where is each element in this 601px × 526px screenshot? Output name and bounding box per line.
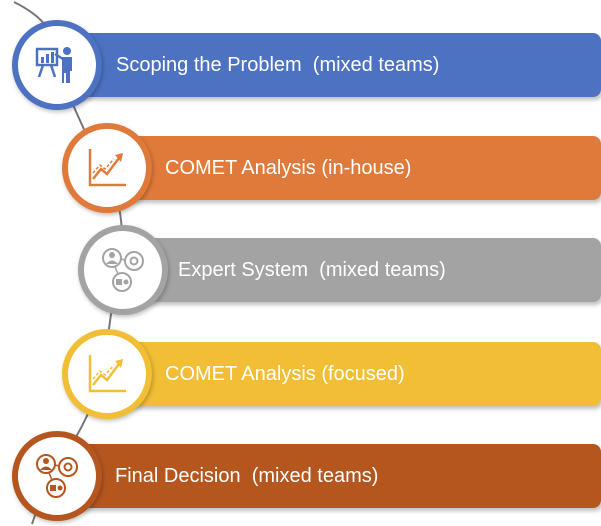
- step-scoping-bar: Scoping the Problem (mixed teams): [60, 33, 601, 97]
- step-final-decision-badge: [12, 431, 102, 521]
- presenter-board-icon: [35, 47, 72, 83]
- step-expert-system-bar: Expert System (mixed teams): [126, 238, 601, 302]
- step-comet-focused-label: COMET Analysis (focused): [165, 362, 405, 385]
- rising-chart-icon: [88, 149, 126, 187]
- step-comet-inhouse-badge: [62, 123, 152, 213]
- step-comet-focused-bar: COMET Analysis (focused): [110, 342, 601, 406]
- step-final-decision-label: Final Decision (mixed teams): [115, 464, 379, 487]
- rising-chart-icon: [88, 355, 126, 393]
- expert-system-icon: [36, 454, 78, 498]
- step-expert-system-label: Expert System (mixed teams): [178, 258, 446, 281]
- step-final-decision-bar: Final Decision (mixed teams): [60, 444, 601, 508]
- expert-system-icon: [102, 248, 144, 292]
- step-comet-inhouse-bar: COMET Analysis (in-house): [110, 136, 601, 200]
- step-comet-inhouse-label: COMET Analysis (in-house): [165, 156, 412, 179]
- step-scoping-label: Scoping the Problem (mixed teams): [116, 53, 440, 76]
- step-comet-focused-badge: [62, 329, 152, 419]
- step-scoping-badge: [12, 20, 102, 110]
- step-expert-system-badge: [78, 225, 168, 315]
